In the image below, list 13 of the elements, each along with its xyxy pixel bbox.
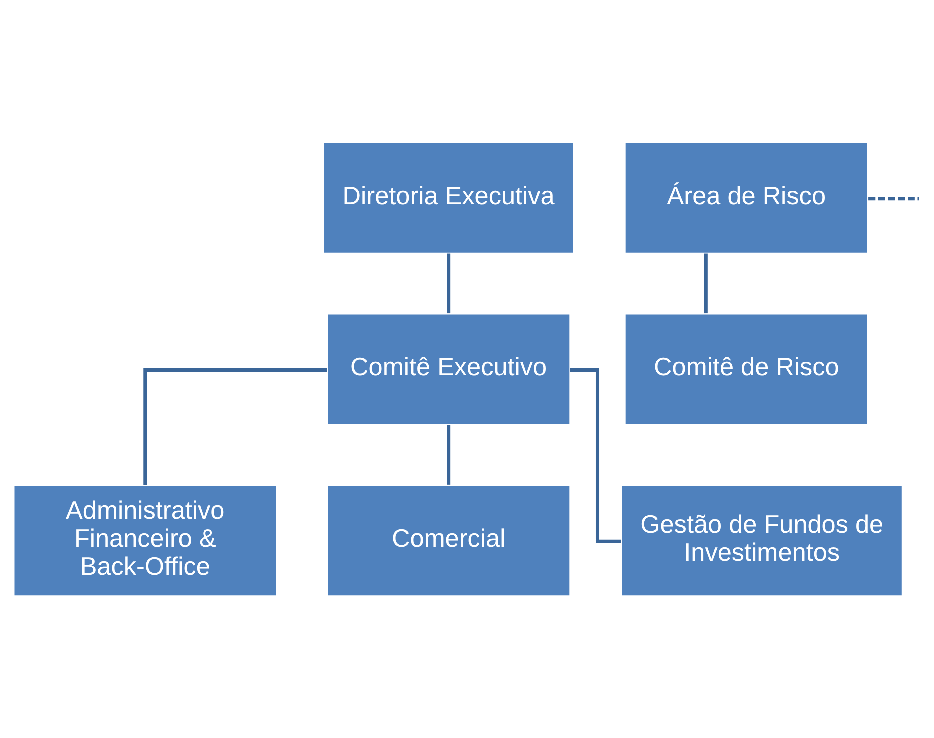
connector bbox=[704, 253, 708, 314]
connector bbox=[447, 253, 451, 314]
connector bbox=[144, 368, 328, 484]
node-box: Gestão de Fundos de Investimentos bbox=[620, 484, 904, 597]
connector bbox=[868, 196, 920, 200]
node-box: Área de Risco bbox=[624, 141, 869, 254]
connector bbox=[570, 368, 622, 543]
node-box: Diretoria Executiva bbox=[323, 141, 575, 254]
node-box: Administrativo Financeiro & Back-Office bbox=[13, 484, 278, 597]
node-box: Comercial bbox=[326, 484, 572, 597]
connector bbox=[447, 424, 451, 484]
node-box: Comitê de Risco bbox=[624, 312, 869, 426]
node-box: Comitê Executivo bbox=[326, 312, 572, 426]
